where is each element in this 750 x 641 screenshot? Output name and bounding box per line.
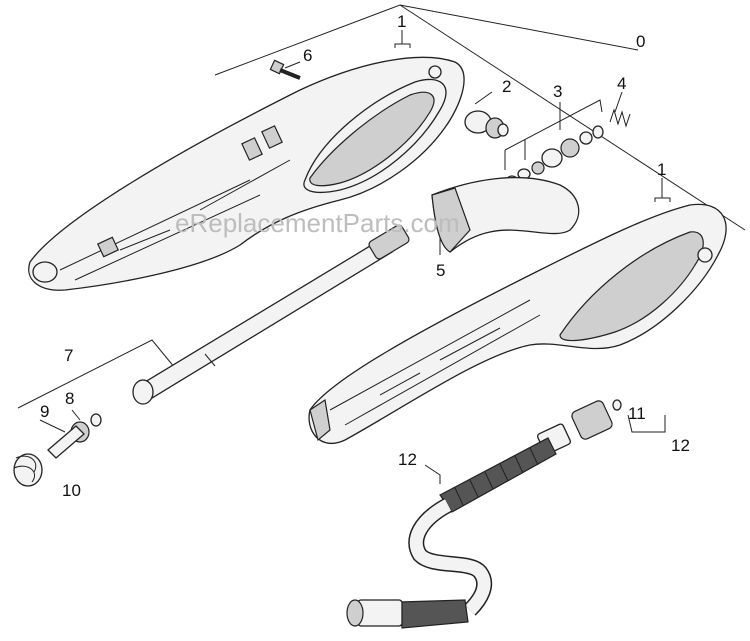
nozzle-fitting-part: [47, 421, 90, 459]
fitting-part: [464, 110, 509, 139]
callout-9: 9: [40, 402, 49, 421]
callout-labels: 0 1 6 2 3 4 1 5 7 8 9 10 11 12 12: [40, 12, 690, 500]
watermark: eReplacementParts.com: [175, 208, 460, 238]
spring-part: [609, 108, 631, 128]
valve-part: [506, 125, 604, 185]
callout-7: 7: [64, 346, 73, 365]
callout-3: 3: [553, 82, 562, 101]
assembly-bracket-lines: [17, 4, 746, 409]
callout-12-hose: 12: [398, 450, 417, 469]
callout-10: 10: [62, 481, 81, 500]
o-ring-11-part: [612, 399, 622, 411]
hose-assembly-part: [346, 400, 613, 629]
spring-10-part: [13, 453, 43, 487]
callout-12-right: 12: [671, 436, 690, 455]
callout-2: 2: [502, 77, 511, 96]
callout-6: 6: [303, 46, 312, 65]
trigger-part: [431, 176, 580, 253]
callout-1-right: 1: [657, 160, 666, 179]
callout-8: 8: [65, 389, 74, 408]
callout-11: 11: [628, 404, 646, 423]
callout-1-top: 1: [397, 12, 406, 31]
screw-part: [269, 59, 301, 80]
callout-0: 0: [636, 32, 645, 51]
handle-half-right: [308, 203, 727, 445]
lance-tube-part: [132, 224, 410, 405]
handle-half-left: [28, 56, 465, 291]
callout-4: 4: [617, 74, 626, 93]
callout-5: 5: [436, 261, 445, 280]
o-ring-part: [90, 413, 102, 427]
